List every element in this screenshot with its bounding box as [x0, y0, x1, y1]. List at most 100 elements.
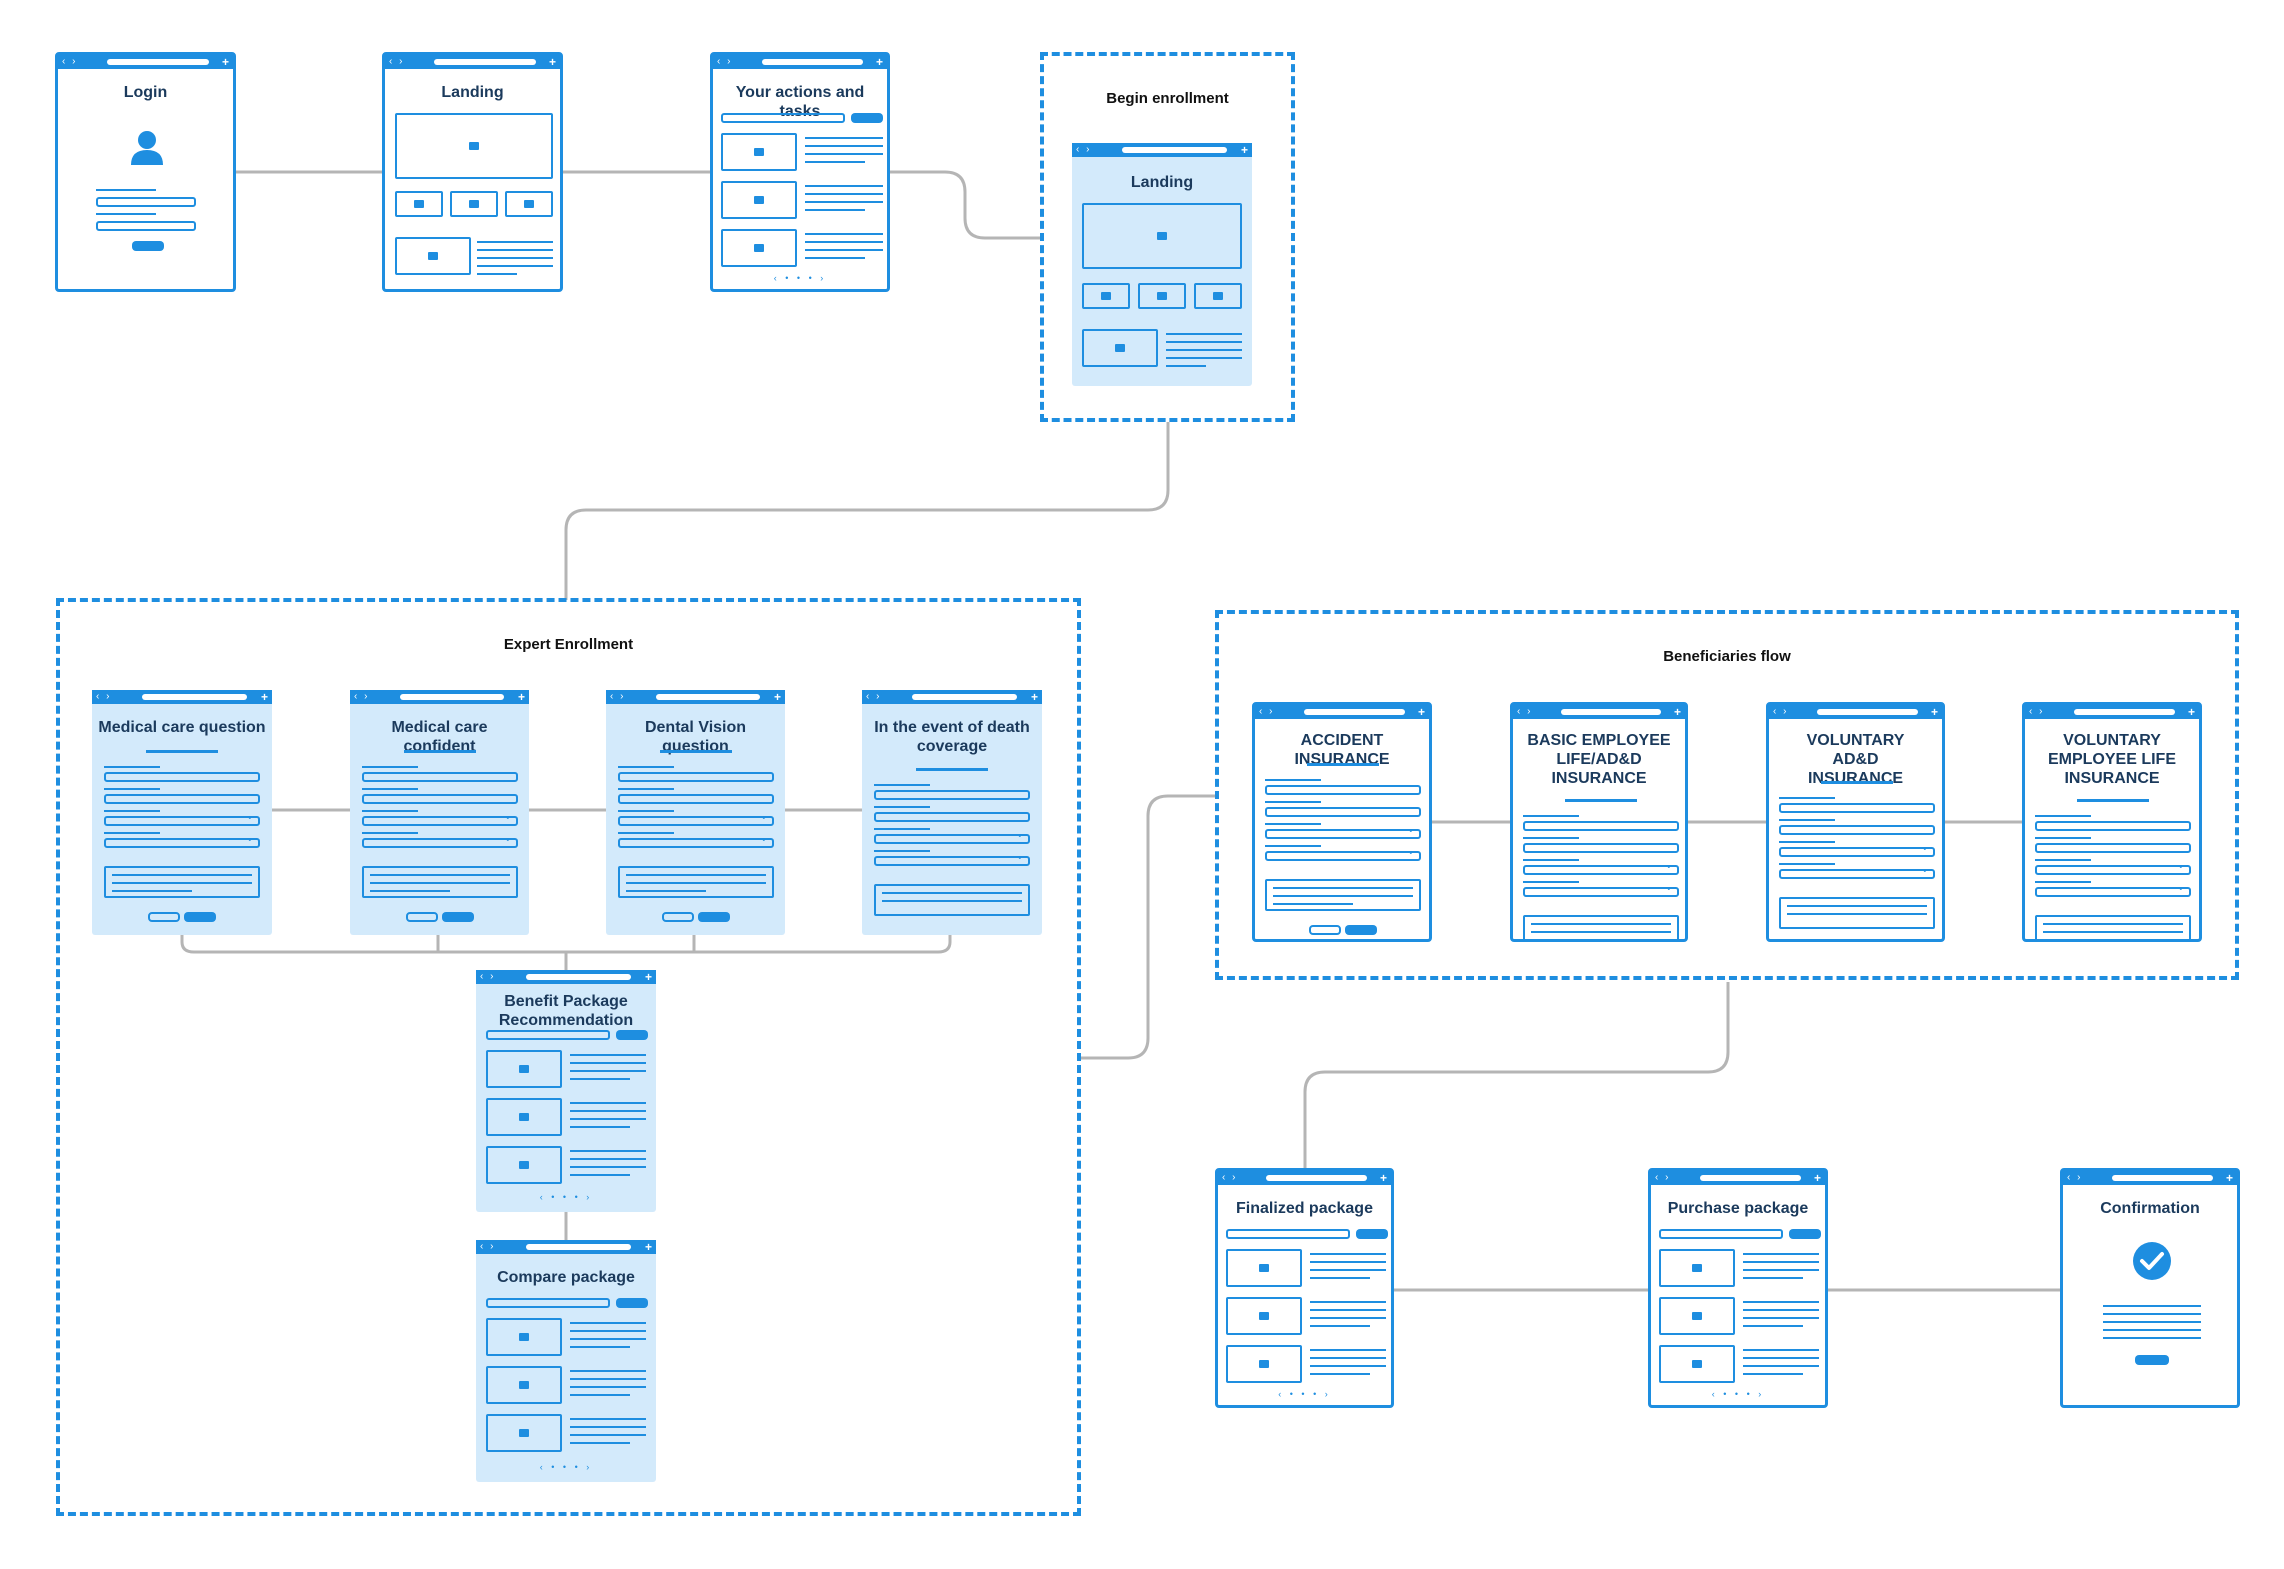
text-field[interactable] — [1779, 803, 1935, 813]
accident-insurance-screen[interactable]: ‹ ›+ ACCIDENT INSURANCE ⌄ ⌄ — [1252, 702, 1432, 942]
new-tab-icon[interactable]: + — [644, 970, 652, 984]
search-field[interactable] — [486, 1030, 610, 1040]
new-tab-icon[interactable]: + — [773, 690, 781, 704]
text-field[interactable] — [104, 794, 260, 804]
new-tab-icon[interactable]: + — [1417, 705, 1425, 719]
medical-care-question-screen[interactable]: ‹ ›+ Medical care question ⌄ ⌄ — [92, 690, 272, 935]
browser-nav-icon[interactable]: ‹ › — [354, 691, 370, 702]
new-tab-icon[interactable]: + — [548, 55, 556, 69]
text-area[interactable] — [874, 884, 1030, 916]
new-tab-icon[interactable]: + — [221, 55, 229, 69]
back-button[interactable] — [1309, 925, 1341, 935]
browser-nav-icon[interactable]: ‹ › — [1517, 706, 1533, 717]
login-screen[interactable]: ‹ ›+ Login — [55, 52, 236, 292]
address-bar[interactable] — [761, 59, 863, 65]
dropdown[interactable]: ⌄ — [362, 833, 518, 848]
done-button[interactable] — [2135, 1355, 2169, 1365]
dropdown[interactable]: ⌄ — [104, 811, 260, 826]
text-area[interactable] — [618, 866, 774, 898]
dropdown[interactable]: ⌄ — [1523, 860, 1679, 875]
next-button[interactable] — [698, 912, 730, 922]
browser-nav-icon[interactable]: ‹ › — [480, 1241, 496, 1252]
address-bar[interactable] — [1817, 709, 1918, 715]
address-bar[interactable] — [434, 59, 536, 65]
browser-nav-icon[interactable]: ‹ › — [62, 56, 78, 67]
browser-nav-icon[interactable]: ‹ › — [2029, 706, 2045, 717]
new-tab-icon[interactable]: + — [2225, 1171, 2233, 1185]
browser-nav-icon[interactable]: ‹ › — [1655, 1172, 1671, 1183]
back-button[interactable] — [662, 912, 694, 922]
browser-nav-icon[interactable]: ‹ › — [717, 56, 733, 67]
dropdown[interactable]: ⌄ — [1779, 842, 1935, 857]
pager[interactable]: ‹ • • • › — [1278, 1389, 1331, 1399]
text-field[interactable] — [874, 790, 1030, 800]
actions-tasks-screen[interactable]: ‹ ›+ Your actions and tasks ‹ • • • › — [710, 52, 890, 292]
pager[interactable]: ‹ • • • › — [539, 1462, 593, 1472]
dropdown[interactable]: ⌄ — [2035, 860, 2191, 875]
dropdown[interactable]: ⌄ — [874, 851, 1030, 866]
new-tab-icon[interactable]: + — [1673, 705, 1681, 719]
browser-nav-icon[interactable]: ‹ › — [480, 971, 496, 982]
confirmation-screen[interactable]: ‹ ›+ Confirmation — [2060, 1168, 2240, 1408]
text-field[interactable] — [618, 772, 774, 782]
dropdown[interactable]: ⌄ — [362, 811, 518, 826]
new-tab-icon[interactable]: + — [1240, 143, 1248, 157]
address-bar[interactable] — [1561, 709, 1661, 715]
new-tab-icon[interactable]: + — [644, 1240, 652, 1254]
search-button[interactable] — [616, 1030, 648, 1040]
new-tab-icon[interactable]: + — [1813, 1171, 1821, 1185]
new-tab-icon[interactable]: + — [875, 55, 883, 69]
browser-nav-icon[interactable]: ‹ › — [610, 691, 626, 702]
begin-enrollment-landing-screen[interactable]: ‹ ›+ Landing — [1072, 143, 1252, 386]
text-field[interactable] — [874, 812, 1030, 822]
next-button[interactable] — [442, 912, 474, 922]
dental-vision-question-screen[interactable]: ‹ ›+ Dental Vision question ⌄ ⌄ — [606, 690, 785, 935]
address-bar[interactable] — [912, 694, 1017, 700]
back-button[interactable] — [148, 912, 180, 922]
address-bar[interactable] — [2073, 709, 2175, 715]
basic-employee-life-screen[interactable]: ‹ ›+ BASIC EMPLOYEE LIFE/AD&D INSURANCE … — [1510, 702, 1688, 942]
dropdown[interactable]: ⌄ — [618, 811, 774, 826]
search-button[interactable] — [1356, 1229, 1388, 1239]
compare-package-screen[interactable]: ‹ ›+ Compare package ‹ • • • › — [476, 1240, 656, 1482]
search-field[interactable] — [1659, 1229, 1783, 1239]
dropdown[interactable]: ⌄ — [874, 829, 1030, 844]
browser-nav-icon[interactable]: ‹ › — [96, 691, 112, 702]
text-field[interactable] — [1265, 785, 1421, 795]
dropdown[interactable]: ⌄ — [2035, 882, 2191, 897]
login-button[interactable] — [132, 241, 164, 251]
medical-care-confident-screen[interactable]: ‹ ›+ Medical care confident ⌄ ⌄ — [350, 690, 529, 935]
text-area[interactable] — [1523, 915, 1679, 941]
text-field[interactable] — [1523, 821, 1679, 831]
new-tab-icon[interactable]: + — [1930, 705, 1938, 719]
text-area[interactable] — [1779, 897, 1935, 929]
address-bar[interactable] — [526, 1244, 631, 1250]
purchase-package-screen[interactable]: ‹ ›+ Purchase package ‹ • • • › — [1648, 1168, 1828, 1408]
landing-screen[interactable]: ‹ ›+ Landing — [382, 52, 563, 292]
dropdown[interactable]: ⌄ — [1779, 864, 1935, 879]
new-tab-icon[interactable]: + — [1030, 690, 1038, 704]
voluntary-add-screen[interactable]: ‹ ›+ VOLUNTARY AD&D INSURANCE ⌄ ⌄ — [1766, 702, 1945, 942]
browser-nav-icon[interactable]: ‹ › — [389, 56, 405, 67]
address-bar[interactable] — [107, 59, 209, 65]
back-button[interactable] — [406, 912, 438, 922]
new-tab-icon[interactable]: + — [260, 690, 268, 704]
dropdown[interactable]: ⌄ — [1523, 882, 1679, 897]
search-field[interactable] — [486, 1298, 610, 1308]
text-field[interactable] — [618, 794, 774, 804]
new-tab-icon[interactable]: + — [2187, 705, 2195, 719]
text-area[interactable] — [2035, 915, 2191, 941]
text-field[interactable] — [1523, 843, 1679, 853]
death-coverage-screen[interactable]: ‹ ›+ In the event of death coverage ⌄ ⌄ — [862, 690, 1042, 935]
text-field[interactable] — [362, 794, 518, 804]
text-field[interactable] — [1779, 825, 1935, 835]
new-tab-icon[interactable]: + — [1379, 1171, 1387, 1185]
address-bar[interactable] — [1122, 147, 1227, 153]
search-button[interactable] — [616, 1298, 648, 1308]
dropdown[interactable]: ⌄ — [618, 833, 774, 848]
address-bar[interactable] — [142, 694, 247, 700]
voluntary-employee-life-screen[interactable]: ‹ ›+ VOLUNTARY EMPLOYEE LIFE INSURANCE ⌄… — [2022, 702, 2202, 942]
browser-nav-icon[interactable]: ‹ › — [2067, 1172, 2083, 1183]
text-field[interactable] — [1265, 807, 1421, 817]
browser-nav-icon[interactable]: ‹ › — [1259, 706, 1275, 717]
